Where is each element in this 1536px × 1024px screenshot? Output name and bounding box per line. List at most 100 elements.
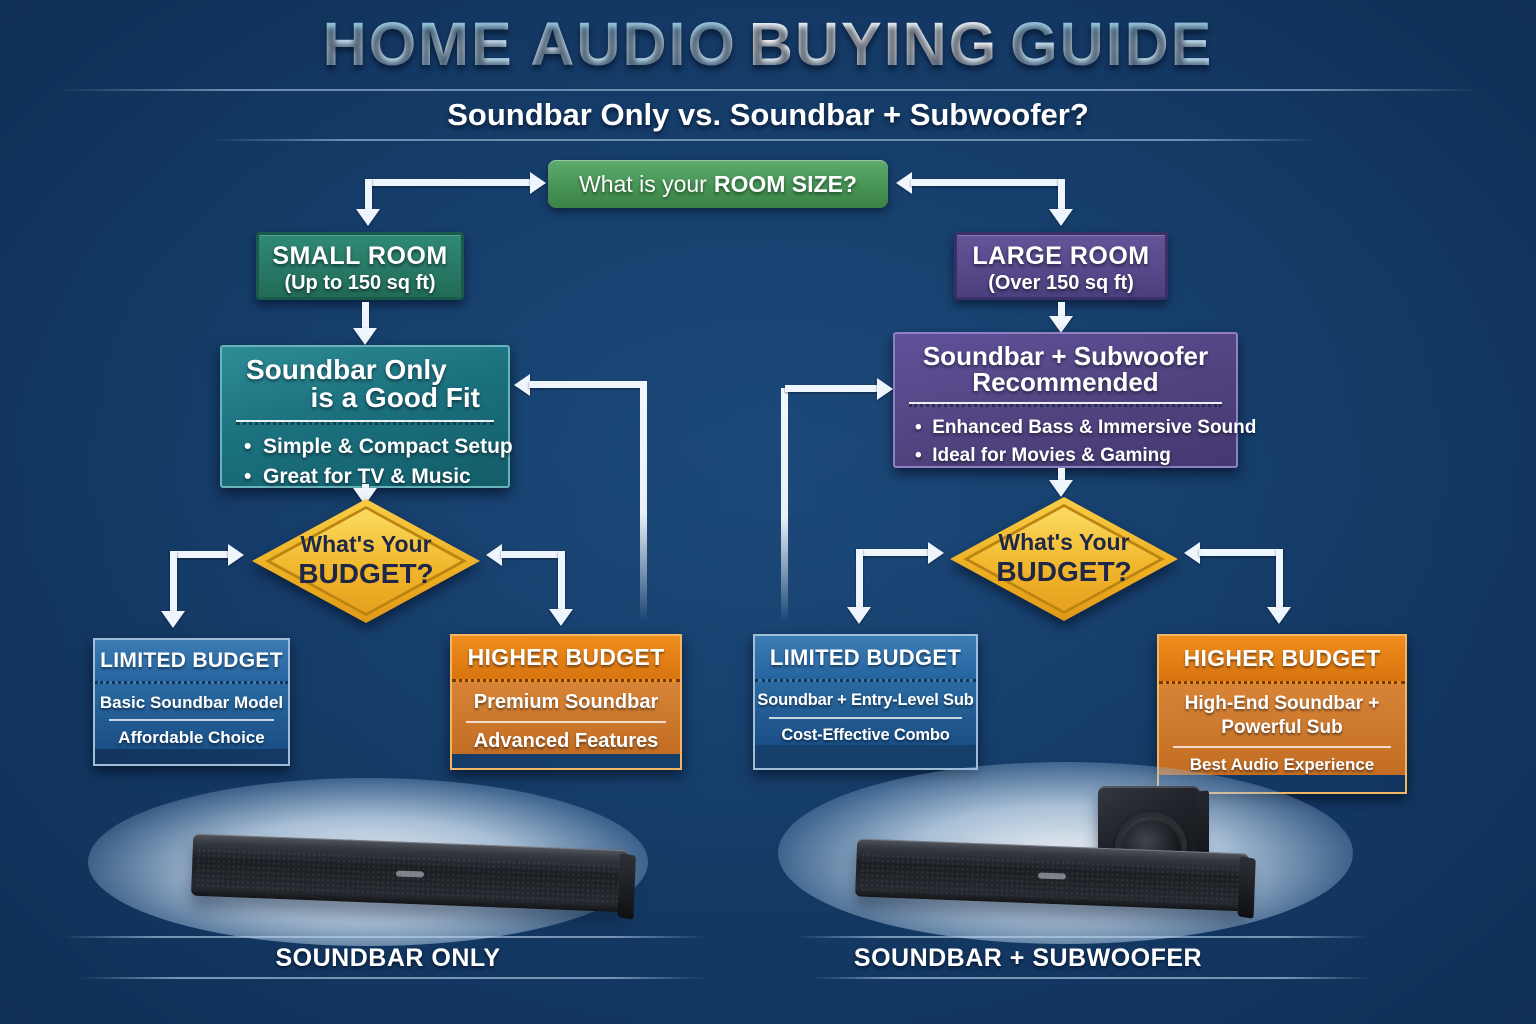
left-limited-budget-box: LIMITED BUDGET Basic Soundbar Model Affo…: [93, 638, 290, 766]
right-higher-budget-header: HIGHER BUDGET: [1159, 636, 1405, 684]
arrow-segment: [362, 302, 369, 330]
arrow-head-right: [928, 542, 944, 564]
arrow-segment: [365, 179, 372, 211]
arrow-head-left: [486, 544, 502, 566]
divider-line: [55, 89, 1481, 91]
large-room-box: LARGE ROOM (Over 150 sq ft): [954, 232, 1168, 300]
divider-line: [810, 977, 1370, 979]
arrow-segment: [529, 381, 645, 388]
soundbar-only-caption: SOUNDBAR ONLY: [275, 944, 501, 972]
title-segment: BUYING: [743, 10, 1004, 78]
arrow-head-right: [228, 544, 244, 566]
large-room-title: LARGE ROOM: [972, 242, 1150, 270]
arrow-segment: [1058, 179, 1065, 211]
arrow-head-down: [356, 209, 380, 226]
divider-line: [109, 719, 274, 722]
soundbar-subwoofer-bullet: Ideal for Movies & Gaming: [895, 442, 1236, 470]
soundbar-only-bullet: Simple & Compact Setup: [222, 432, 513, 462]
arrow-head-down: [549, 609, 573, 626]
small-room-title: SMALL ROOM: [272, 242, 448, 270]
soundbar-grille: [195, 847, 625, 907]
arrow-head-down: [1049, 209, 1073, 226]
room-question-prefix: What is your: [579, 170, 707, 197]
right-limited-budget-header: LIMITED BUDGET: [755, 636, 976, 682]
soundbar-only-title-line2: is a Good Fit: [310, 381, 480, 413]
room-size-question-box: What is your ROOM SIZE?: [548, 160, 888, 208]
arrow-segment: [785, 385, 877, 392]
right-higher-bullet: High-End Soundbar + Powerful Sub: [1184, 693, 1380, 738]
divider-line: [909, 402, 1222, 408]
page-subtitle: Soundbar Only vs. Soundbar + Subwoofer?: [447, 97, 1089, 132]
divider-line: [795, 936, 1370, 938]
arrow-segment: [368, 179, 530, 186]
soundbar-subwoofer-title-line2: Recommended: [972, 366, 1159, 397]
budget-decision-diamond-left: What's Your BUDGET?: [252, 499, 480, 623]
large-room-subtitle: (Over 150 sq ft): [988, 272, 1134, 294]
arrow-head-down: [353, 488, 377, 505]
left-higher-bullet: Advanced Features: [473, 730, 659, 752]
small-room-box: SMALL ROOM (Up to 150 sq ft): [256, 232, 464, 300]
arrow-segment: [640, 381, 647, 621]
arrow-segment: [170, 551, 230, 558]
right-higher-bullet: Best Audio Experience: [1189, 754, 1375, 774]
arrow-head-down: [1049, 480, 1073, 497]
arrow-segment: [1199, 549, 1283, 556]
arrow-segment: [781, 388, 788, 622]
budget-decision-diamond-right: What's Your BUDGET?: [950, 497, 1178, 621]
soundbar-subwoofer-caption: SOUNDBAR + SUBWOOFER: [853, 944, 1203, 972]
left-limited-budget-header: LIMITED BUDGET: [95, 640, 288, 684]
soundbar-subwoofer-box: Soundbar + Subwoofer Recommended Enhance…: [893, 332, 1256, 470]
arrow-head-down: [161, 611, 185, 628]
title-segment: GUIDE: [1004, 10, 1219, 78]
soundbar-only-box: Soundbar Only is a Good Fit Simple & Com…: [220, 345, 513, 488]
right-limited-bullet: Cost-Effective Combo: [781, 725, 950, 744]
arrow-segment: [1058, 468, 1065, 482]
budget-question-line2: BUDGET?: [996, 556, 1132, 588]
arrow-segment: [1058, 302, 1065, 318]
soundbar-logo: [1037, 872, 1067, 880]
right-higher-budget-box: HIGHER BUDGET High-End Soundbar + Powerf…: [1157, 634, 1407, 794]
right-limited-bullet: Soundbar + Entry-Level Sub: [757, 691, 974, 709]
soundbar-endcap: [1237, 856, 1256, 919]
arrow-head-down: [1049, 316, 1073, 333]
divider-line: [210, 139, 1320, 141]
divider-line: [80, 977, 705, 979]
arrow-segment: [501, 551, 565, 558]
divider-line: [769, 716, 962, 719]
arrow-head-down: [353, 328, 377, 345]
left-limited-bullet: Basic Soundbar Model: [99, 693, 284, 712]
arrow-head-down: [1267, 607, 1291, 624]
arrow-segment: [558, 551, 565, 611]
soundbar-endcap: [617, 852, 636, 920]
arrow-head-left: [514, 374, 530, 396]
arrow-segment: [1276, 549, 1283, 609]
small-room-subtitle: (Up to 150 sq ft): [284, 272, 436, 294]
arrow-segment: [911, 179, 1063, 186]
soundbar-logo: [395, 869, 425, 878]
divider-line: [466, 721, 666, 723]
arrow-head-down: [847, 607, 871, 624]
arrow-head-right: [877, 378, 893, 400]
arrow-segment: [856, 549, 930, 556]
soundbar-only-bullet: Great for TV & Music: [222, 462, 508, 492]
soundbar-grille: [859, 852, 1245, 906]
soundbar-subwoofer-title-line1: Soundbar + Subwoofer: [922, 341, 1209, 371]
arrow-head-left: [1184, 542, 1200, 564]
soundbar-subwoofer-bullet: Enhanced Bass & Immersive Sound: [895, 414, 1256, 442]
arrow-segment: [856, 549, 863, 609]
right-limited-budget-box: LIMITED BUDGET Soundbar + Entry-Level Su…: [753, 634, 978, 770]
arrow-segment: [170, 551, 177, 613]
divider-line: [62, 936, 707, 938]
budget-question-line2: BUDGET?: [298, 558, 434, 590]
left-higher-budget-box: HIGHER BUDGET Premium Soundbar Advanced …: [450, 634, 682, 770]
divider-line: [1173, 745, 1391, 748]
left-higher-bullet: Premium Soundbar: [473, 691, 659, 713]
title-segment: HOME AUDIO: [317, 10, 743, 78]
left-limited-bullet: Affordable Choice: [118, 728, 265, 748]
arrow-segment: [362, 484, 369, 490]
room-question-emphasis: ROOM SIZE?: [713, 170, 857, 197]
left-higher-budget-header: HIGHER BUDGET: [452, 636, 680, 682]
divider-line: [236, 419, 494, 425]
